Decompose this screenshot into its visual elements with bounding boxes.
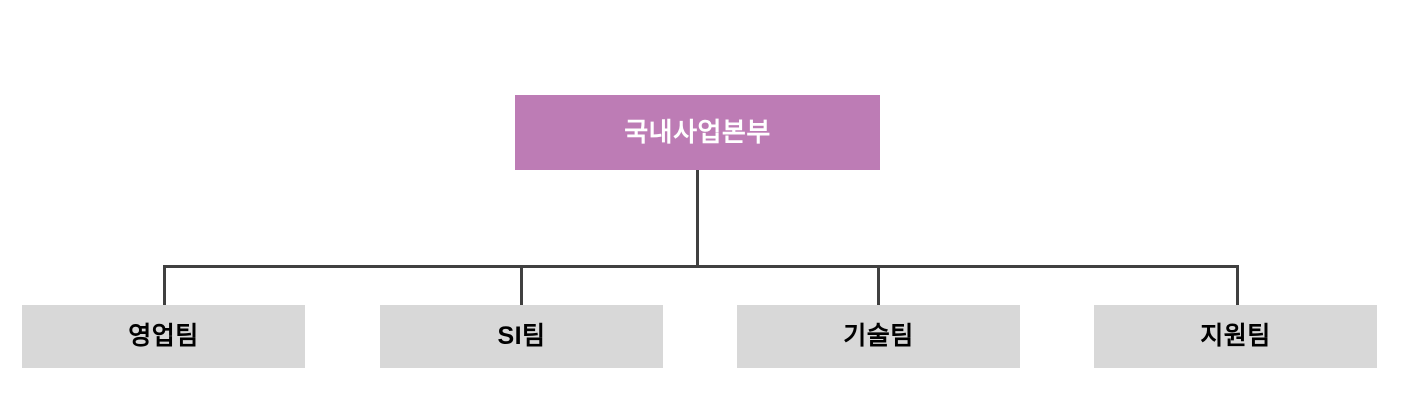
org-node-support-team[interactable]: 지원팀 bbox=[1094, 305, 1377, 368]
org-node-tech-team[interactable]: 기술팀 bbox=[737, 305, 1020, 368]
org-node-tech-team-label: 기술팀 bbox=[843, 321, 914, 350]
connector-drop-support-team bbox=[1236, 265, 1239, 306]
org-node-si-team-label: SI팀 bbox=[497, 321, 546, 350]
org-node-sales-team-label: 영업팀 bbox=[128, 321, 199, 350]
org-node-root-label: 국내사업본부 bbox=[624, 117, 771, 148]
org-node-support-team-label: 지원팀 bbox=[1200, 321, 1271, 350]
org-node-root[interactable]: 국내사업본부 bbox=[515, 95, 880, 170]
connector-root-stem bbox=[696, 170, 699, 266]
connector-drop-sales-team bbox=[163, 265, 166, 306]
connector-drop-si-team bbox=[520, 265, 523, 306]
org-node-si-team[interactable]: SI팀 bbox=[380, 305, 663, 368]
connector-drop-tech-team bbox=[877, 265, 880, 306]
connector-horizontal-bus bbox=[163, 265, 1239, 268]
org-node-sales-team[interactable]: 영업팀 bbox=[22, 305, 305, 368]
